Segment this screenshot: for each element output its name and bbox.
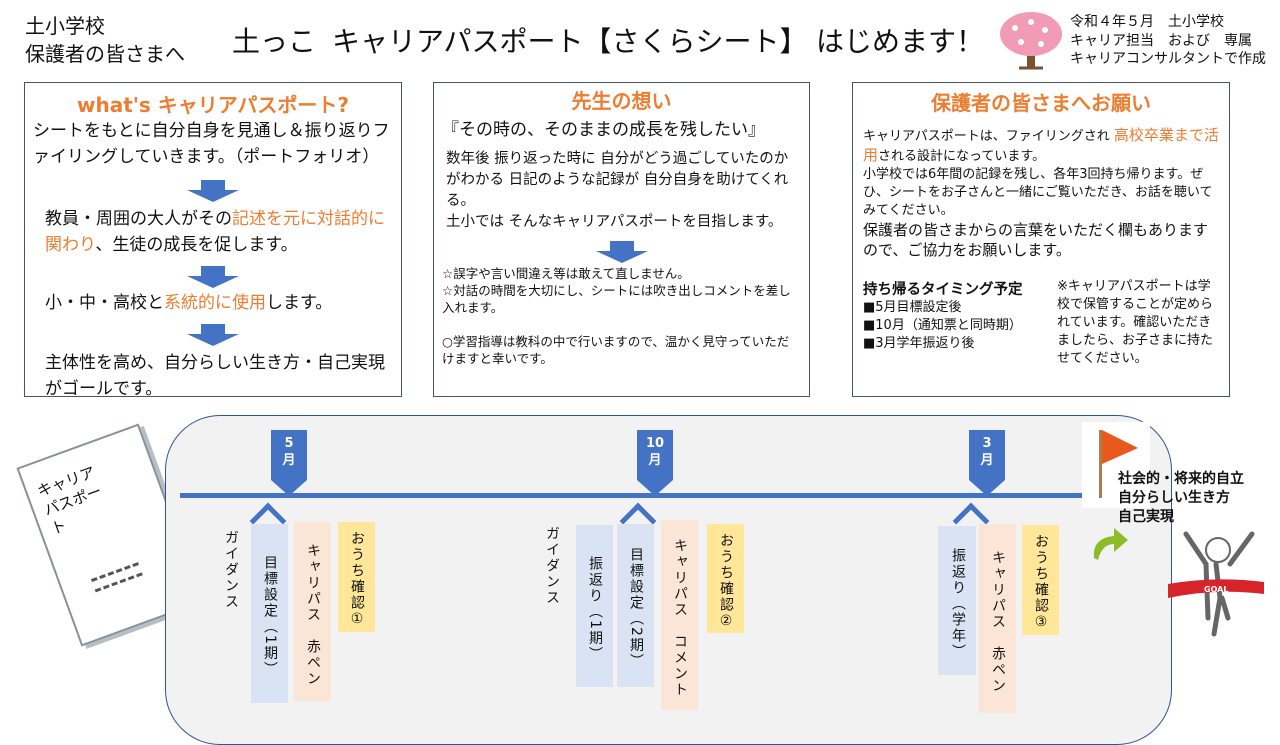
body-text: 土小では そんなキャリアパスポートを目指します。 bbox=[446, 214, 783, 230]
credit-line: キャリアコンサルタントで作成 bbox=[1070, 51, 1266, 67]
down-arrow-icon bbox=[595, 241, 648, 263]
note: ○学習指導は教科の中で行いますので、温かく見守っていただけますと幸いです。 bbox=[442, 334, 790, 366]
quote: 『その時の、そのままの成長を残したい』 bbox=[442, 120, 765, 140]
step-home-check-2: おうち確認② bbox=[707, 524, 744, 633]
marker-may: 5 月 bbox=[271, 430, 307, 496]
teacher-thoughts-box: 先生の想い 『その時の、そのままの成長を残したい』 数年後 振り返った時に 自分… bbox=[433, 82, 810, 397]
step1: 教員・周囲の大人がその記述を元に対話的に関わり、生徒の成長を促します。 bbox=[45, 209, 385, 255]
request-box: 保護者の皆さまへお願い キャリアパスポートは、ファイリングされ 高校卒業まで活用… bbox=[852, 82, 1230, 397]
box-title: 先生の想い bbox=[571, 89, 672, 113]
timing-item: ■5月目標設定後 bbox=[863, 300, 962, 315]
down-arrow-icon bbox=[187, 180, 239, 202]
credit-line: 令和４年５月 土小学校 bbox=[1070, 14, 1224, 30]
box-title: 保護者の皆さまへお願い bbox=[931, 91, 1151, 115]
note: ☆誤字や言い間違え等は敢えて直しません。 bbox=[442, 266, 690, 281]
header-left: 土小学校 保護者の皆さまへ bbox=[25, 12, 185, 68]
step-comment: キャリパス コメント bbox=[661, 520, 698, 710]
step-review-1: 振返り（1期） bbox=[576, 525, 613, 687]
step2: 小・中・高校と系統的に使用します。 bbox=[45, 293, 333, 313]
goal-runner-icon: GOAL bbox=[1168, 531, 1264, 637]
credit-line: キャリア担当 および 専属 bbox=[1070, 32, 1252, 49]
step-home-check-1: おうち確認① bbox=[338, 522, 375, 632]
p3: 保護者の皆さまからの言葉をいただく欄もありますので、ご協力をお願いします。 bbox=[863, 221, 1209, 259]
step-review-year: 振返り（学年） bbox=[938, 526, 976, 675]
step-goal-2: 目標設定（2期） bbox=[617, 524, 654, 687]
p2: 小学校では6年間の記録を残し、各年3回持ち帰ります。ぜひ、シートをお子さんと一緒… bbox=[863, 167, 1213, 218]
box-title: what's キャリアパスポート? bbox=[77, 93, 349, 117]
goal-banner: GOAL bbox=[1204, 585, 1228, 594]
audience: 保護者の皆さまへ bbox=[25, 42, 185, 66]
goal-line: 社会的・将来的自立 bbox=[1118, 471, 1244, 487]
timing-item: ■10月（通知票と同時期） bbox=[863, 318, 1022, 333]
step3: 主体性を高め、自分らしい生き方・自己実現がゴールです。 bbox=[45, 353, 385, 399]
step-redpen: キャリパス 赤ペン bbox=[294, 522, 331, 701]
marker-october: 10 月 bbox=[637, 430, 673, 496]
marker-march: 3 月 bbox=[969, 430, 1005, 496]
step-goal-1: 目標設定（1期） bbox=[251, 524, 288, 703]
curved-arrow-icon bbox=[1093, 528, 1128, 560]
school-name: 土小学校 bbox=[25, 14, 105, 38]
title-part: はじめます！ bbox=[816, 25, 985, 58]
step-guidance: ガイダンス bbox=[223, 530, 239, 610]
note: ☆対話の時間を大切にし、シートには吹き出しコメントを差し入れます。 bbox=[442, 283, 791, 315]
goal-line: 自己実現 bbox=[1118, 509, 1174, 525]
goal-line: 自分らしい生き方 bbox=[1118, 490, 1230, 506]
down-arrow-icon bbox=[187, 266, 239, 288]
p1: キャリアパスポートは、ファイリングされ 高校卒業まで活用される設計になっています… bbox=[863, 126, 1219, 164]
what-is-box: what's キャリアパスポート? シートをもとに自分自身を見通し＆振り返りファ… bbox=[24, 82, 402, 399]
timing-item: ■3月学年振返り後 bbox=[863, 336, 975, 351]
intro-text: シートをもとに自分自身を見通し＆振り返りファイリングしていきます。（ポートフォリ… bbox=[33, 121, 390, 167]
body-text: 数年後 振り返った時に 自分がどう過ごしていたのかがわかる 日記のような記録が … bbox=[446, 151, 789, 209]
step-redpen: キャリパス 赤ペン bbox=[979, 524, 1016, 713]
storage-note: ※キャリアパスポートは学校で保管することが定められています。確認いただきましたら… bbox=[1057, 279, 1214, 366]
goal-text: 社会的・将来的自立 自分らしい生き方 自己実現 bbox=[1118, 470, 1244, 527]
down-arrow-icon bbox=[187, 324, 239, 346]
page-title: 土っこ キャリアパスポート【さくらシート】 はじめます！ bbox=[0, 24, 990, 64]
title-part: キャリアパスポート【さくらシート】 bbox=[332, 25, 808, 58]
step-home-check-3: おうち確認③ bbox=[1022, 525, 1059, 635]
cherry-tree-icon bbox=[1000, 12, 1062, 70]
step-guidance: ガイダンス bbox=[544, 526, 560, 606]
title-part: 土っこ bbox=[232, 25, 317, 58]
timing-title: 持ち帰るタイミング予定 bbox=[863, 282, 1023, 298]
credit: 令和４年５月 土小学校 キャリア担当 および 専属 キャリアコンサルタントで作成 bbox=[1070, 13, 1266, 69]
flag-icon bbox=[1082, 422, 1150, 508]
passport-label: キャリア パスポート bbox=[34, 463, 105, 539]
